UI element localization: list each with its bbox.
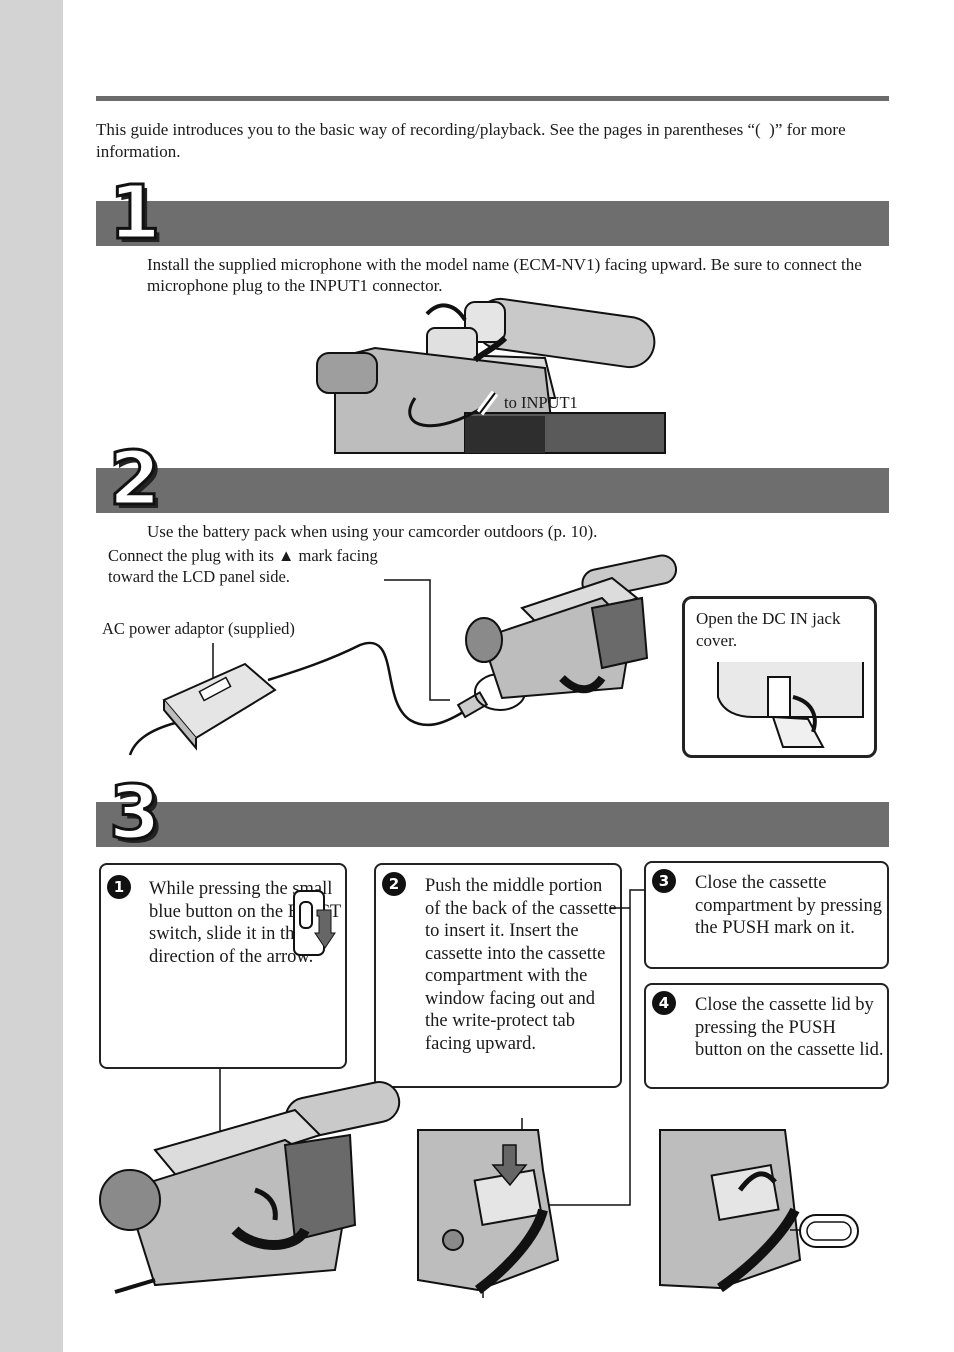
dc-jack-callout: Open the DC IN jack cover. [682,596,877,758]
step-badge-4: 4 [652,991,676,1015]
step-3-number: 3 [108,770,162,856]
step-2-header-bar [96,468,889,513]
ac-adaptor-illustration [128,579,526,756]
step-badge-1: 1 [107,875,131,899]
callout-step-1: 1 While pressing the small blue button o… [99,863,347,1069]
eject-switch-icon [293,890,336,956]
dc-jack-cover-illustration [717,662,864,748]
step-1-header-bar [96,201,889,246]
page-margin-bar [0,0,63,1352]
camcorder-side-illustration [465,554,678,700]
callout-step-2: 2 Push the middle portion of the back of… [374,863,622,1088]
plug-instruction-label: Connect the plug with its ▲ mark facing … [108,546,378,586]
step-1-number-shadow: 1 [113,174,164,260]
ac-adaptor-label: AC power adaptor (supplied) [102,619,295,638]
step-2-text: Use the battery pack when using your cam… [147,522,598,541]
step-badge-3: 3 [652,869,676,893]
camcorder-microphone-illustration [316,297,666,454]
intro-text: This guide introduces you to the basic w… [96,120,846,161]
callout-2-text: Push the middle portion of the back of t… [425,876,617,1054]
cassette-insert-illustration [417,1129,560,1294]
step-3-number-shadow: 3 [113,774,164,860]
camcorder-eject-illustration [99,1081,401,1294]
top-rule [96,96,889,101]
dc-jack-text: Open the DC IN jack cover. [696,609,841,650]
step-1-text: Install the supplied microphone with the… [147,254,882,296]
callout-4-text: Close the cassette lid by pressing the P… [695,995,884,1060]
step-3-header-bar [96,802,889,847]
callout-1-text: While pressing the small blue button on … [149,879,341,967]
callout-step-3: 3 Close the cassette compartment by pres… [644,861,889,969]
input1-label: to INPUT1 [504,393,578,412]
step-1-text-content: Install the supplied microphone with the… [147,255,862,295]
step-2-number-shadow: 2 [113,440,164,526]
callout-step-4: 4 Close the cassette lid by pressing the… [644,983,889,1089]
step-2-number: 2 [108,436,162,522]
cassette-close-illustration [659,1129,859,1293]
step-1-number: 1 [108,170,162,256]
step-badge-2: 2 [382,872,406,896]
callout-3-text: Close the cassette compartment by pressi… [695,873,883,938]
